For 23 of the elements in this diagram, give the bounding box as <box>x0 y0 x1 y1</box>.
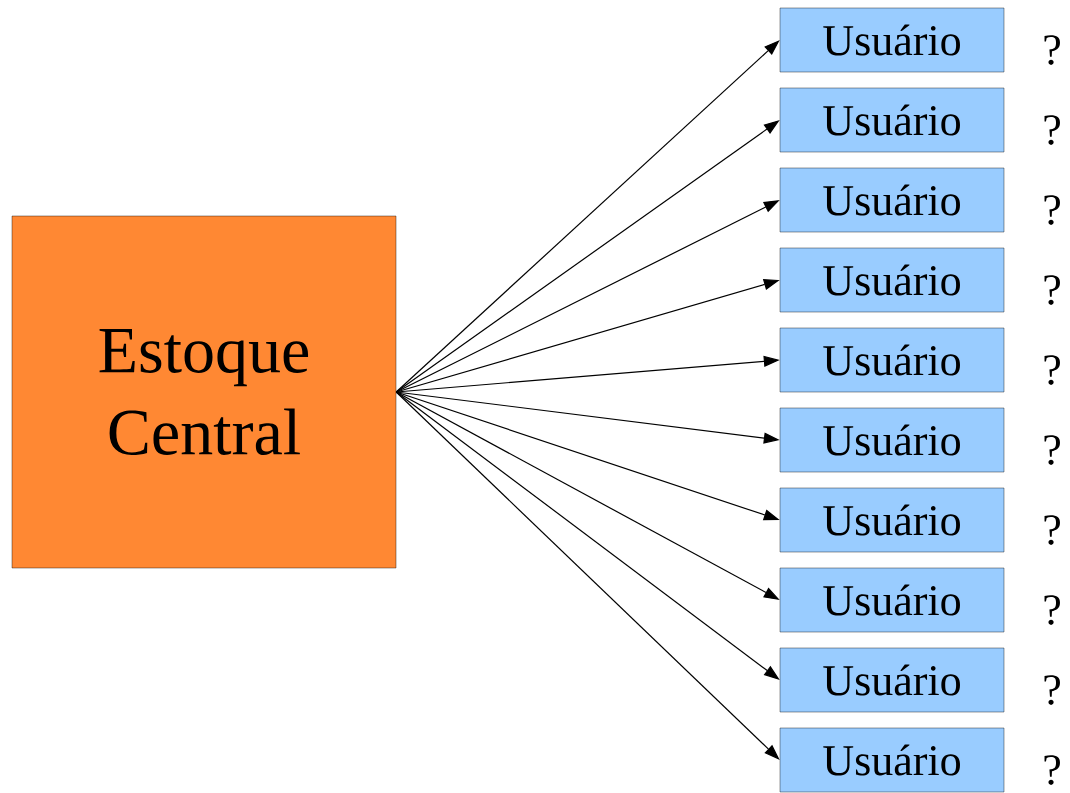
arrow <box>395 40 780 393</box>
user-box: Usuário <box>779 487 1005 553</box>
question-mark: ? <box>1044 115 1060 145</box>
user-box: Usuário <box>779 7 1005 73</box>
question-mark: ? <box>1044 515 1060 545</box>
user-box: Usuário <box>779 567 1005 633</box>
arrow <box>395 391 780 760</box>
user-box: Usuário <box>779 407 1005 473</box>
user-box: Usuário <box>779 167 1005 233</box>
user-box: Usuário <box>779 327 1005 393</box>
user-box: Usuário <box>779 247 1005 313</box>
user-box: Usuário <box>779 87 1005 153</box>
question-mark: ? <box>1044 595 1060 625</box>
stock-box: Estoque Central <box>11 215 397 569</box>
question-mark: ? <box>1044 195 1060 225</box>
question-mark: ? <box>1044 755 1060 785</box>
question-mark: ? <box>1044 275 1060 305</box>
question-mark: ? <box>1044 435 1060 465</box>
user-box: Usuário <box>779 727 1005 793</box>
question-mark: ? <box>1044 675 1060 705</box>
question-mark: ? <box>1044 355 1060 385</box>
question-mark: ? <box>1044 35 1060 65</box>
user-box: Usuário <box>779 647 1005 713</box>
